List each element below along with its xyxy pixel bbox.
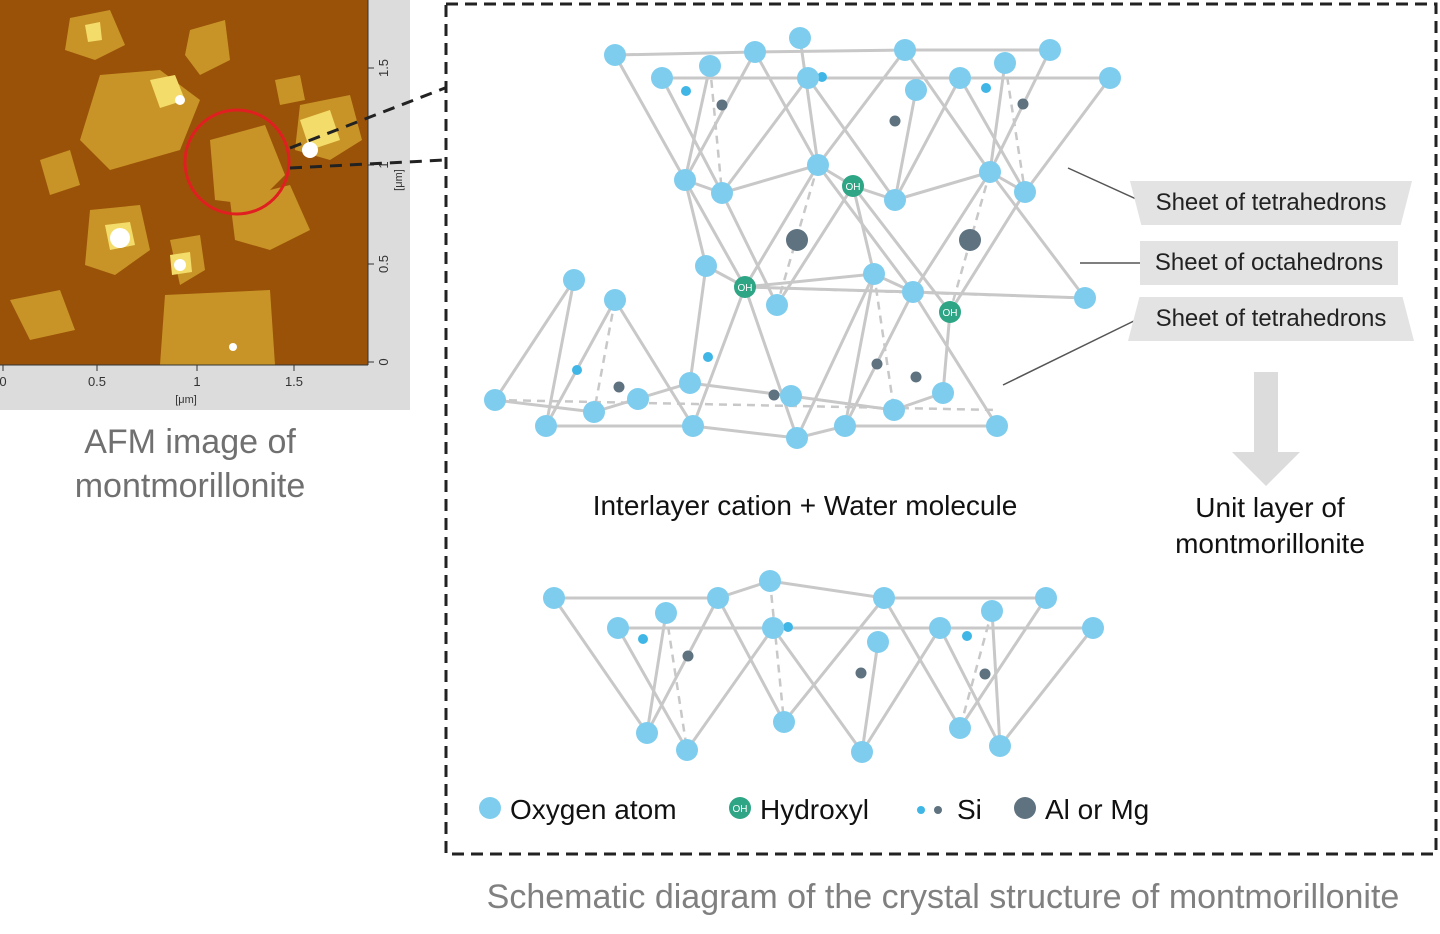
sheet-label-tetrahedrons-top: Sheet of tetrahedrons — [1130, 181, 1412, 225]
hydroxyl-atoms: OH OH OH — [734, 175, 961, 323]
legend: OH Oxygen atom Hydroxyl Si Al or Mg — [479, 794, 1149, 825]
legend-label-al-mg: Al or Mg — [1045, 794, 1149, 825]
al-mg-icon — [1014, 797, 1036, 819]
afm-x-tick: 1.5 — [285, 374, 303, 389]
afm-x-tick: 0 — [0, 374, 7, 389]
zoom-connector — [289, 86, 446, 170]
diagram-frame — [444, 2, 1438, 856]
si-icon-secondary — [934, 806, 942, 814]
legend-label-oxygen: Oxygen atom — [510, 794, 677, 825]
afm-y-tick: 1.5 — [376, 59, 391, 77]
label-leaders — [1002, 167, 1146, 386]
afm-y-tick: 0 — [376, 358, 391, 365]
legend-label-si: Si — [957, 794, 982, 825]
main-caption: Schematic diagram of the crystal structu… — [486, 878, 1400, 916]
bonds — [493, 37, 1112, 755]
oxygen-atoms — [484, 27, 1121, 763]
hydroxyl-icon-symbol: OH — [733, 804, 748, 815]
hydroxyl-icon — [729, 797, 751, 819]
sheet-label-octahedrons: Sheet of octahedrons — [1140, 241, 1398, 285]
afm-caption: AFM image of montmorillonite — [20, 420, 360, 508]
interlayer-label: Interlayer cation + Water molecule — [592, 490, 1018, 521]
hydroxyl-symbol: OH — [738, 283, 753, 294]
si-icon — [917, 806, 925, 814]
unit-layer-line1: Unit layer of — [1195, 492, 1345, 523]
al-mg-atoms — [613, 98, 1029, 680]
afm-y-unit: [μm] — [393, 169, 405, 191]
sheet-label-tetrahedrons-bottom: Sheet of tetrahedrons — [1128, 297, 1414, 341]
afm-y-tick: 0.5 — [376, 255, 391, 273]
hydroxyl-symbol: OH — [846, 182, 861, 193]
afm-image-panel: 0 0.5 1 1.5 [μm] 0 0.5 1 1.5 [μm] — [0, 0, 410, 410]
legend-label-hydroxyl: Hydroxyl — [760, 794, 869, 825]
afm-x-tick: 1 — [193, 374, 200, 389]
hydroxyl-symbol: OH — [943, 308, 958, 319]
si-atoms — [572, 72, 991, 644]
afm-y-tick: 1 — [376, 161, 391, 168]
highlight-circle — [183, 108, 291, 216]
afm-caption-line1: AFM image of — [84, 423, 296, 461]
afm-caption-line2: montmorillonite — [74, 467, 306, 505]
oxygen-atom-icon — [479, 797, 501, 819]
down-arrow-icon — [1232, 372, 1300, 486]
afm-x-unit: [μm] — [175, 394, 197, 406]
unit-layer-label: Unit layer of montmorillonite — [1130, 490, 1410, 562]
afm-x-tick: 0.5 — [88, 374, 106, 389]
afm-image: 0 0.5 1 1.5 [μm] 0 0.5 1 1.5 [μm] — [0, 0, 410, 410]
unit-layer-line2: montmorillonite — [1175, 528, 1365, 559]
